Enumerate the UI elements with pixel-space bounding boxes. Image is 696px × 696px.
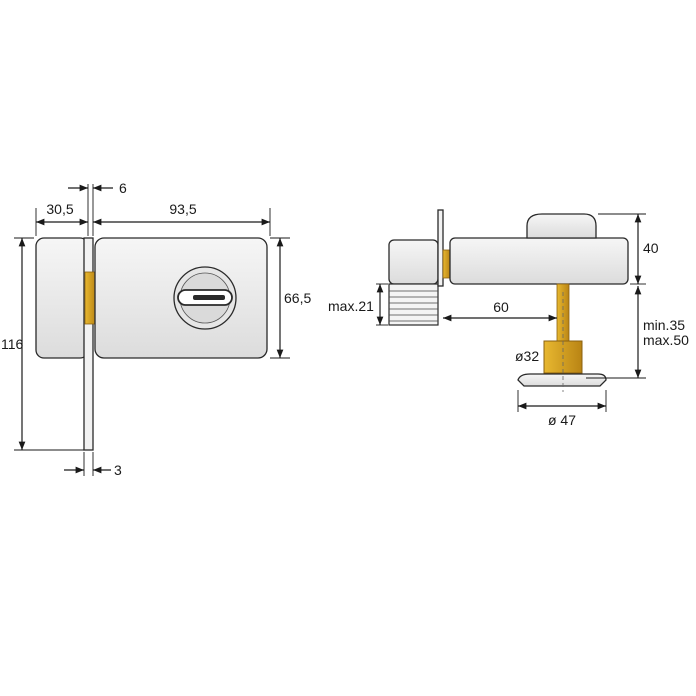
dim-plate-thickness-top: 6 bbox=[119, 180, 127, 196]
outer-knob bbox=[517, 373, 607, 387]
side-main-body bbox=[449, 237, 629, 285]
front-view: 30,5 6 93,5 66,5 116 3 bbox=[1, 180, 311, 478]
dim-knob-diameter: ø 47 bbox=[548, 412, 576, 428]
cylinder-knob bbox=[526, 213, 597, 239]
mounting-plate bbox=[83, 237, 94, 451]
dim-bolt-max: max.21 bbox=[328, 298, 374, 314]
dim-body-width: 93,5 bbox=[169, 201, 196, 217]
side-left-housing bbox=[388, 239, 439, 285]
dim-door-thickness-min: min.35 bbox=[643, 317, 685, 333]
dim-knob-height: 40 bbox=[643, 240, 659, 256]
side-view: 40 max.21 60 min.35 max.50 ø32 ø 47 bbox=[328, 209, 689, 428]
side-brass-bolt bbox=[442, 249, 451, 279]
lock-left-housing bbox=[35, 237, 89, 359]
dim-total-height: 116 bbox=[1, 336, 24, 352]
dim-plate-thickness-bottom: 3 bbox=[114, 462, 122, 478]
dim-door-thickness-max: max.50 bbox=[643, 332, 689, 348]
dim-left-width: 30,5 bbox=[46, 201, 73, 217]
side-mounting-plate bbox=[437, 209, 444, 287]
bolt-ribs bbox=[388, 283, 439, 326]
cylinder-keyhole-icon bbox=[173, 266, 237, 330]
dim-spindle-length: 60 bbox=[493, 299, 509, 315]
dim-rosette-diameter: ø32 bbox=[515, 348, 539, 364]
dim-body-height: 66,5 bbox=[284, 290, 311, 306]
